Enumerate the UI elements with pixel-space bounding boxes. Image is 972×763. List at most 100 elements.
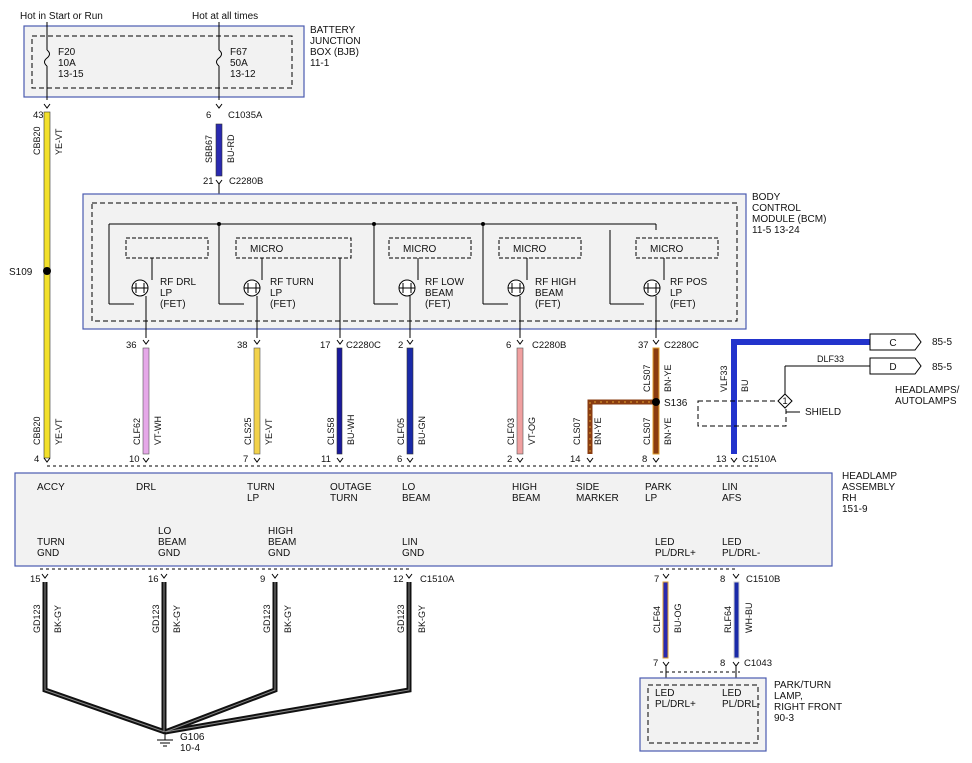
hot-start-run-label: Hot in Start or Run — [20, 11, 103, 22]
fuse-f20-amps: 10A — [58, 58, 76, 69]
hl-bottom-lo-3: GND — [158, 548, 180, 559]
fuse-f20-ref: 13-15 — [58, 69, 84, 80]
headlamp-assembly-box — [14, 472, 833, 567]
wire-dlf33-label: DLF33 — [817, 354, 844, 364]
bcm-title-4: 11-5 13-24 — [752, 225, 800, 236]
wire-clf62-id: CLF62 — [132, 418, 142, 445]
fuse-f67-amps: 50A — [230, 58, 248, 69]
wire-vlf33 — [731, 339, 870, 454]
bjb-title-2: JUNCTION — [310, 36, 361, 47]
micro-label-4: MICRO — [513, 244, 547, 255]
park-led-plus-1: LED — [655, 688, 674, 699]
hl-label-accy: ACCY — [37, 482, 65, 493]
splice-s109 — [43, 267, 51, 275]
wire-cls07-a-id: CLS07 — [572, 417, 582, 445]
fet-1-line-3: (FET) — [160, 299, 186, 310]
wire-cbb20-color-bottom: YE-VT — [54, 418, 64, 445]
bjb-title-3: BOX (BJB) — [310, 47, 359, 58]
wire-rlf64 — [733, 581, 740, 659]
splice-s136-label: S136 — [664, 398, 688, 409]
hl-bottom-turn-gnd-2: GND — [37, 548, 59, 559]
bcm-title-2: CONTROL — [752, 203, 801, 214]
connector-c2280c-right: C2280C — [664, 340, 699, 351]
headlamp-title-4: 151-9 — [842, 504, 868, 515]
ground-g106-icon — [157, 732, 173, 747]
gd123-color-4: BK-GY — [417, 605, 427, 633]
hl-label-lin-2: AFS — [722, 493, 742, 504]
park-title-1: PARK/TURN — [774, 680, 831, 691]
hl-bottom-lin-2: GND — [402, 548, 424, 559]
pin-8-park: 8 — [720, 658, 725, 669]
hl-bottom-high-1: HIGH — [268, 526, 293, 537]
hl-bottom-lo-1: LO — [158, 526, 172, 537]
fet-5-line-3: (FET) — [670, 299, 696, 310]
pin-7: 7 — [243, 454, 248, 465]
hl-label-side-2: MARKER — [576, 493, 619, 504]
hl-label-turn-2: LP — [247, 493, 260, 504]
pin-6: 6 — [206, 110, 211, 121]
fet-2-line-3: (FET) — [270, 299, 296, 310]
fet-rf-drl-icon — [131, 279, 149, 297]
wire-cls58-color: BU-WH — [346, 415, 356, 446]
bjb-title-4: 11-1 — [310, 58, 330, 69]
park-lamp-box — [639, 677, 767, 752]
gd123-id-3: GD123 — [262, 604, 272, 633]
micro-label-5: MICRO — [650, 244, 684, 255]
hl-label-outage-2: TURN — [330, 493, 358, 504]
fet-rf-low-beam-icon — [398, 279, 416, 297]
pin-8: 8 — [642, 454, 647, 465]
wire-clf05 — [406, 347, 414, 455]
park-title-4: 90-3 — [774, 713, 794, 724]
bcm-title-3: MODULE (BCM) — [752, 214, 826, 225]
wire-clf64-color: BU-OG — [673, 603, 683, 633]
wire-clf05-id: CLF05 — [396, 418, 406, 445]
hl-bottom-lo-2: BEAM — [158, 537, 186, 548]
wire-cls07-b-id: CLS07 — [642, 364, 652, 392]
micro-box-3 — [388, 237, 472, 259]
hl-bottom-led-minus-1: LED — [722, 537, 741, 548]
wire-cls58-id: CLS58 — [326, 417, 336, 445]
wire-clf03 — [516, 347, 524, 455]
pin-37: 37 — [638, 340, 649, 351]
shield-marker-icon — [777, 393, 793, 409]
headlamps-label-2: AUTOLAMPS — [895, 396, 957, 407]
pin-13: 13 — [716, 454, 727, 465]
park-led-minus-1: LED — [722, 688, 741, 699]
wire-cbb20-id-top: CBB20 — [32, 126, 42, 155]
park-led-minus-2: PL/DRL- — [722, 699, 760, 710]
pin-11: 11 — [321, 454, 331, 465]
shield-number: 1 — [782, 396, 787, 407]
fet-4-line-2: BEAM — [535, 288, 563, 299]
wire-cbb20-id-bottom: CBB20 — [32, 416, 42, 445]
pin-8-bottom: 8 — [720, 574, 725, 585]
hl-bottom-led-plus-2: PL/DRL+ — [655, 548, 696, 559]
fuse-f67-icon — [216, 49, 222, 67]
wire-rlf64-id: RLF64 — [723, 606, 733, 633]
pin-6-hl: 6 — [397, 454, 402, 465]
hl-label-lo-2: BEAM — [402, 493, 430, 504]
offpage-c-ref: 85-5 — [932, 337, 952, 348]
gd123-color-1: BK-GY — [53, 605, 63, 633]
shield-label: SHIELD — [805, 407, 841, 418]
wire-clf05-color: BU-GN — [417, 416, 427, 445]
hl-label-turn-1: TURN — [247, 482, 275, 493]
hl-label-high-2: BEAM — [512, 493, 540, 504]
micro-box-5 — [635, 237, 719, 259]
connector-c1510b: C1510B — [746, 574, 780, 585]
fet-2-line-2: LP — [270, 288, 283, 299]
fet-3-line-2: BEAM — [425, 288, 453, 299]
fet-4-line-3: (FET) — [535, 299, 561, 310]
ground-g106-ref: 10-4 — [180, 743, 200, 754]
headlamp-title-2: ASSEMBLY — [842, 482, 895, 493]
wire-sbb67 — [215, 123, 223, 177]
fet-1-line-2: LP — [160, 288, 173, 299]
micro-box-2 — [235, 237, 352, 259]
gd123-id-1: GD123 — [32, 604, 42, 633]
connector-c1043: C1043 — [744, 658, 772, 669]
fet-rf-turn-icon — [243, 279, 261, 297]
hl-label-side-1: SIDE — [576, 482, 600, 493]
hl-bottom-lin-1: LIN — [402, 537, 418, 548]
offpage-d-letter: D — [889, 362, 896, 373]
pin-43: 43 — [33, 110, 44, 121]
pin-14: 14 — [570, 454, 581, 465]
